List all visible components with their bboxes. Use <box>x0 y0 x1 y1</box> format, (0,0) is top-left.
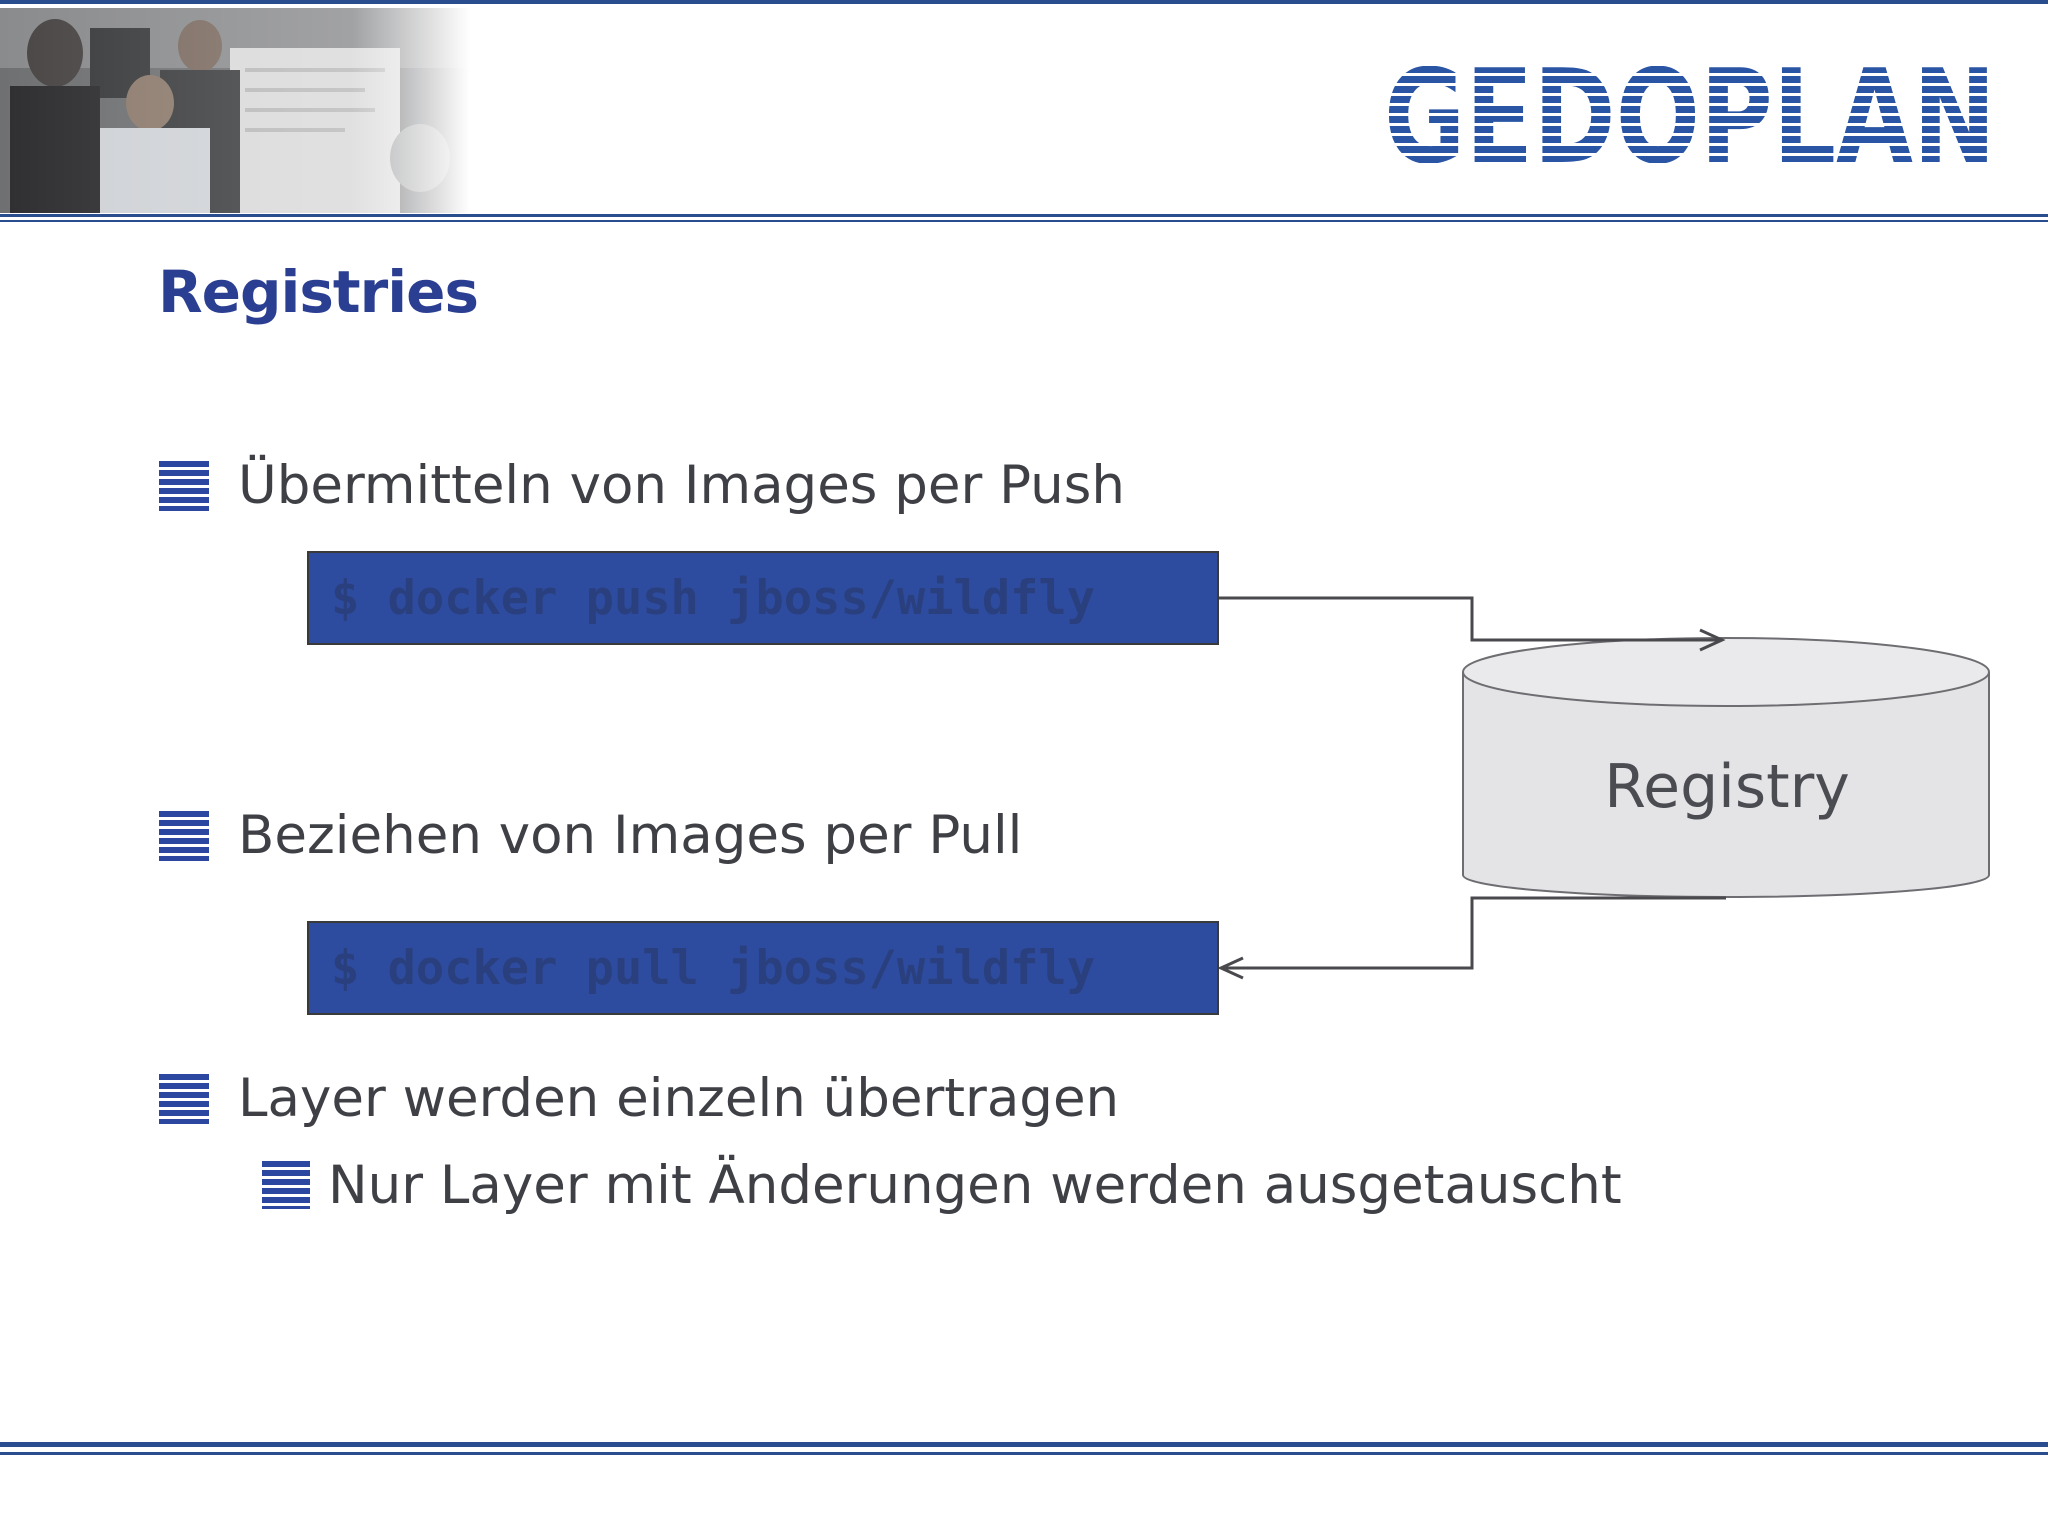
logo-text: GEDOPLAN <box>1384 56 1996 174</box>
bullet-push: Übermitteln von Images per Push <box>238 455 1125 516</box>
header-rule <box>0 214 2048 222</box>
meeting-photo <box>0 8 470 213</box>
striped-square-icon <box>159 461 209 511</box>
gedoplan-logo: GEDOPLAN <box>1384 41 2004 193</box>
striped-square-icon <box>159 1074 209 1124</box>
pull-command-box: $ docker pull jboss/wildfly <box>307 921 1219 1015</box>
bullet-pull: Beziehen von Images per Pull <box>238 805 1023 866</box>
registry-label: Registry <box>1604 752 1850 822</box>
sub-bullet-changed-layers: Nur Layer mit Änderungen werden ausgetau… <box>328 1155 1622 1216</box>
pull-command: $ docker pull jboss/wildfly <box>331 940 1096 996</box>
pull-arrow <box>1217 896 1726 980</box>
push-arrow <box>1219 596 1726 652</box>
page-title: Registries <box>158 258 479 326</box>
push-command-box: $ docker push jboss/wildfly <box>307 551 1219 645</box>
bullet-layers: Layer werden einzeln übertragen <box>238 1068 1120 1129</box>
striped-square-icon <box>159 811 209 861</box>
top-rule <box>0 0 2048 4</box>
footer-rule <box>0 1442 2048 1455</box>
push-command: $ docker push jboss/wildfly <box>331 570 1096 626</box>
striped-square-icon <box>262 1161 310 1209</box>
